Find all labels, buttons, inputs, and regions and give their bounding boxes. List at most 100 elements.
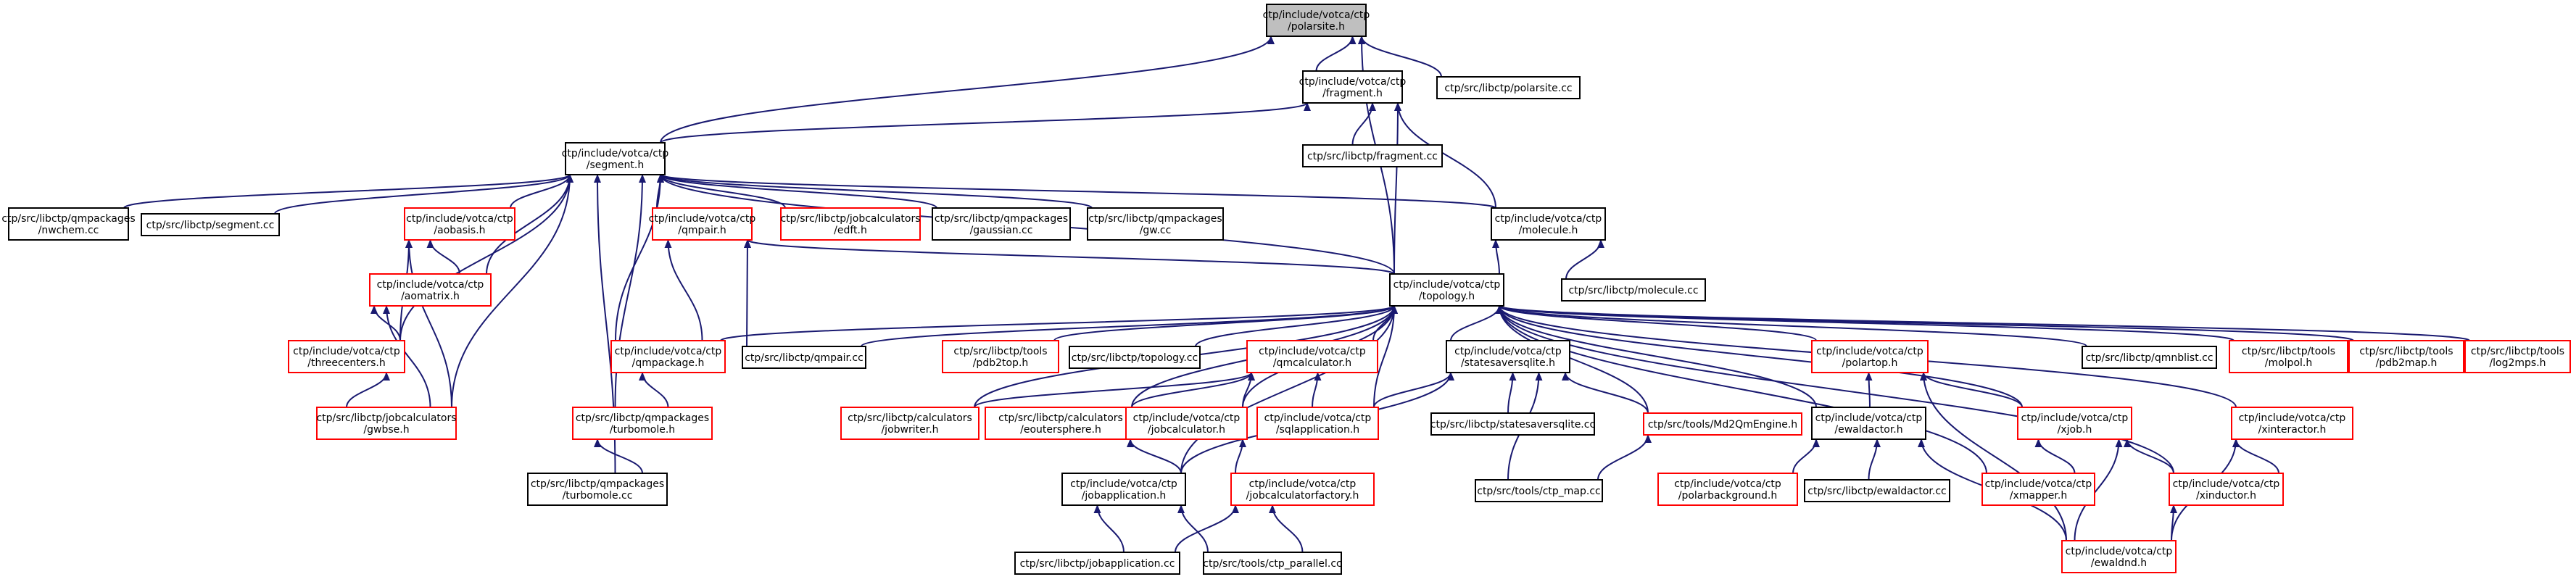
node-label-path: ctp/include/votca/ctp: [649, 213, 756, 225]
file-node-qmpair-cc[interactable]: ctp/src/libctp/qmpair.cc: [742, 346, 866, 369]
file-node-topology-cc[interactable]: ctp/src/libctp/topology.cc: [1069, 346, 1201, 369]
edge-path: [1597, 434, 1652, 481]
file-node-molecule-cc[interactable]: ctp/src/libctp/molecule.cc: [1561, 278, 1706, 302]
file-node-aomatrix-h[interactable]: ctp/include/votca/ctp/aomatrix.h: [369, 273, 492, 307]
file-node-qmnblist-cc[interactable]: ctp/src/libctp/qmnblist.cc: [2082, 346, 2217, 369]
file-node-xjob-h[interactable]: ctp/include/votca/ctp/xjob.h: [2017, 407, 2132, 440]
file-node-pdb2map-h[interactable]: ctp/src/libctp/tools/pdb2map.h: [2348, 340, 2464, 373]
node-label-path: ctp/src/libctp/topology.cc: [1072, 352, 1198, 364]
node-box: [2231, 407, 2353, 440]
node-label-path: ctp/include/votca/ctp: [2173, 478, 2280, 490]
edge-md2qmengine-h-to-topology-h: [1496, 305, 1649, 414]
node-label-path: ctp/src/libctp/ewaldactor.cc: [1807, 486, 1946, 497]
edge-statesaversqlite-cc-to-statesaversqlite-h: [1507, 372, 1517, 414]
file-node-edft-h[interactable]: ctp/src/libctp/jobcalculators/edft.h: [780, 207, 921, 241]
file-node-gaussian-cc[interactable]: ctp/src/libctp/qmpackages/gaussian.cc: [932, 207, 1071, 241]
file-node-statesaversqlite-cc[interactable]: ctp/src/libctp/statesaversqlite.cc: [1430, 412, 1595, 436]
file-node-ctp-parallel-cc[interactable]: ctp/src/tools/ctp_parallel.cc: [1203, 552, 1342, 575]
node-box: [1475, 479, 1603, 502]
file-node-threecenters-h[interactable]: ctp/include/votca/ctp/threecenters.h: [288, 340, 405, 373]
file-node-fragment-cc[interactable]: ctp/src/libctp/fragment.cc: [1302, 144, 1443, 167]
edge-ewaldactor-cc-to-ewaldactor-h: [1868, 438, 1881, 481]
node-label-file: /sqlapplication.h: [1276, 424, 1359, 436]
file-node-jobcalculator-h[interactable]: ctp/include/votca/ctp/jobcalculator.h: [1125, 407, 1248, 440]
edge-path: [1792, 438, 1820, 474]
edge-ewaldnd-h-to-polartop-h: [1920, 372, 2067, 541]
node-box: [316, 407, 457, 440]
edge-path: [1269, 504, 1304, 553]
edge-path: [486, 174, 573, 275]
edge-qmpackage-h-to-qmpair-h: [664, 239, 703, 341]
edge-turbomole-h-to-qmpackage-h: [639, 372, 669, 408]
edge-xinductor-h-to-topology-h: [1496, 305, 2174, 474]
file-node-turbomole-h[interactable]: ctp/src/libctp/qmpackages/turbomole.h: [572, 407, 713, 440]
edge-ctp-parallel-cc-to-jobapplication-h: [1177, 504, 1209, 553]
edge-gwbse-h-to-aobasis-h: [405, 239, 452, 408]
file-node-molpol-h[interactable]: ctp/src/libctp/tools/molpol.h: [2229, 340, 2348, 373]
file-node-fragment-h[interactable]: ctp/include/votca/ctp/fragment.h: [1299, 70, 1407, 104]
file-node-qmpackage-h[interactable]: ctp/include/votca/ctp/qmpackage.h: [610, 340, 726, 373]
node-label-path: ctp/include/votca/ctp: [615, 346, 722, 357]
node-label-path: ctp/src/libctp/tools: [2471, 346, 2564, 357]
file-node-gwbse-h[interactable]: ctp/src/libctp/jobcalculators/gwbse.h: [316, 407, 457, 440]
file-node-gw-cc[interactable]: ctp/src/libctp/qmpackages/gw.cc: [1087, 207, 1224, 241]
file-node-md2qmengine-h[interactable]: ctp/src/tools/Md2QmEngine.h: [1643, 412, 1802, 436]
node-box: [2169, 473, 2284, 506]
edge-path: [1496, 305, 1649, 414]
file-node-polarsite-cc[interactable]: ctp/src/libctp/polarsite.cc: [1436, 76, 1581, 99]
file-node-topology-h[interactable]: ctp/include/votca/ctp/topology.h: [1389, 273, 1504, 307]
edge-xinductor-h-to-xinteractor-h: [2232, 438, 2279, 474]
node-label-file: /jobapplication.h: [1082, 490, 1167, 502]
file-node-pdb2top-h[interactable]: ctp/src/libctp/tools/pdb2top.h: [942, 340, 1059, 373]
node-box: [652, 207, 753, 241]
edge-path: [426, 239, 460, 275]
file-node-jobapplication-cc[interactable]: ctp/src/libctp/jobapplication.cc: [1014, 552, 1180, 575]
node-label-file: /polarbackground.h: [1678, 490, 1778, 502]
node-box: [1246, 340, 1378, 373]
edge-topology-h-to-molecule-h: [1492, 239, 1500, 275]
node-label-path: ctp/src/libctp/tools: [953, 346, 1047, 357]
node-label-path: ctp/include/votca/ctp: [1674, 478, 1781, 490]
file-node-turbomole-cc[interactable]: ctp/src/libctp/qmpackages/turbomole.cc: [527, 473, 668, 506]
file-node-ewaldnd-h[interactable]: ctp/include/votca/ctp/ewaldnd.h: [2061, 540, 2177, 573]
file-node-eoutersphere-h[interactable]: ctp/src/libctp/calculators/eoutersphere.…: [985, 407, 1137, 440]
file-node-qmpair-h[interactable]: ctp/include/votca/ctp/qmpair.h: [649, 207, 756, 241]
file-node-molecule-h[interactable]: ctp/include/votca/ctp/molecule.h: [1491, 207, 1606, 241]
node-label-file: /polartop.h: [1842, 357, 1898, 369]
node-label-path: ctp/src/libctp/qmpackages: [1, 213, 135, 225]
node-label-path: ctp/src/libctp/fragment.cc: [1307, 151, 1438, 162]
edge-path: [657, 174, 937, 209]
file-node-jobapplication-h[interactable]: ctp/include/votca/ctp/jobapplication.h: [1061, 473, 1186, 506]
file-node-nwchem-cc[interactable]: ctp/src/libctp/qmpackages/nwchem.cc: [1, 207, 136, 241]
edge-path: [1315, 36, 1357, 72]
node-label-path: ctp/src/libctp/jobapplication.cc: [1020, 558, 1175, 570]
node-label-path: ctp/src/tools/ctp_parallel.cc: [1203, 558, 1341, 570]
edge-fragment-cc-to-fragment-h: [1351, 102, 1376, 146]
node-label-path: ctp/src/libctp/jobcalculators: [316, 412, 456, 424]
file-node-ewaldactor-cc[interactable]: ctp/src/libctp/ewaldactor.cc: [1804, 479, 1950, 502]
file-node-log2mps-h[interactable]: ctp/src/libctp/tools/log2mps.h: [2464, 340, 2571, 373]
file-node-segment-cc[interactable]: ctp/src/libctp/segment.cc: [141, 213, 280, 236]
node-label-file: /edft.h: [834, 225, 867, 236]
file-node-aobasis-h[interactable]: ctp/include/votca/ctp/aobasis.h: [404, 207, 515, 241]
node-label-path: ctp/src/libctp/molecule.cc: [1568, 285, 1698, 296]
edge-topology-h-to-qmpair-h: [744, 239, 1395, 275]
edge-path: [1496, 305, 1817, 408]
file-node-jobwriter-h[interactable]: ctp/src/libctp/calculators/jobwriter.h: [840, 407, 980, 440]
file-node-xmapper-h[interactable]: ctp/include/votca/ctp/xmapper.h: [1981, 473, 2095, 506]
file-node-sqlapplication-h[interactable]: ctp/include/votca/ctp/sqlapplication.h: [1256, 407, 1379, 440]
file-node-segment-h[interactable]: ctp/include/votca/ctp/segment.h: [562, 142, 669, 175]
file-node-qmcalculator-h[interactable]: ctp/include/votca/ctp/qmcalculator.h: [1246, 340, 1378, 373]
file-node-jobcalculatorfactory-h[interactable]: ctp/include/votca/ctp/jobcalculatorfacto…: [1230, 473, 1375, 506]
file-node-ctp-map-cc[interactable]: ctp/src/tools/ctp_map.cc: [1475, 479, 1603, 502]
file-node-ewaldactor-h[interactable]: ctp/include/votca/ctp/ewaldactor.h: [1811, 407, 1926, 440]
node-label-file: /fragment.h: [1322, 88, 1383, 99]
file-node-xinteractor-h[interactable]: ctp/include/votca/ctp/xinteractor.h: [2231, 407, 2353, 440]
file-node-xinductor-h[interactable]: ctp/include/votca/ctp/xinductor.h: [2169, 473, 2284, 506]
file-node-polartop-h[interactable]: ctp/include/votca/ctp/polartop.h: [1811, 340, 1929, 373]
file-node-polarsite-h[interactable]: ctp/include/votca/ctp/polarsite.h: [1263, 4, 1370, 37]
file-node-statesaversqlite-h[interactable]: ctp/include/votca/ctp/statesaversqlite.h: [1446, 340, 1570, 373]
edge-path: [1496, 305, 2470, 341]
file-node-polarbackground-h[interactable]: ctp/include/votca/ctp/polarbackground.h: [1657, 473, 1798, 506]
node-label-path: ctp/src/libctp/qmpackages: [935, 213, 1068, 225]
